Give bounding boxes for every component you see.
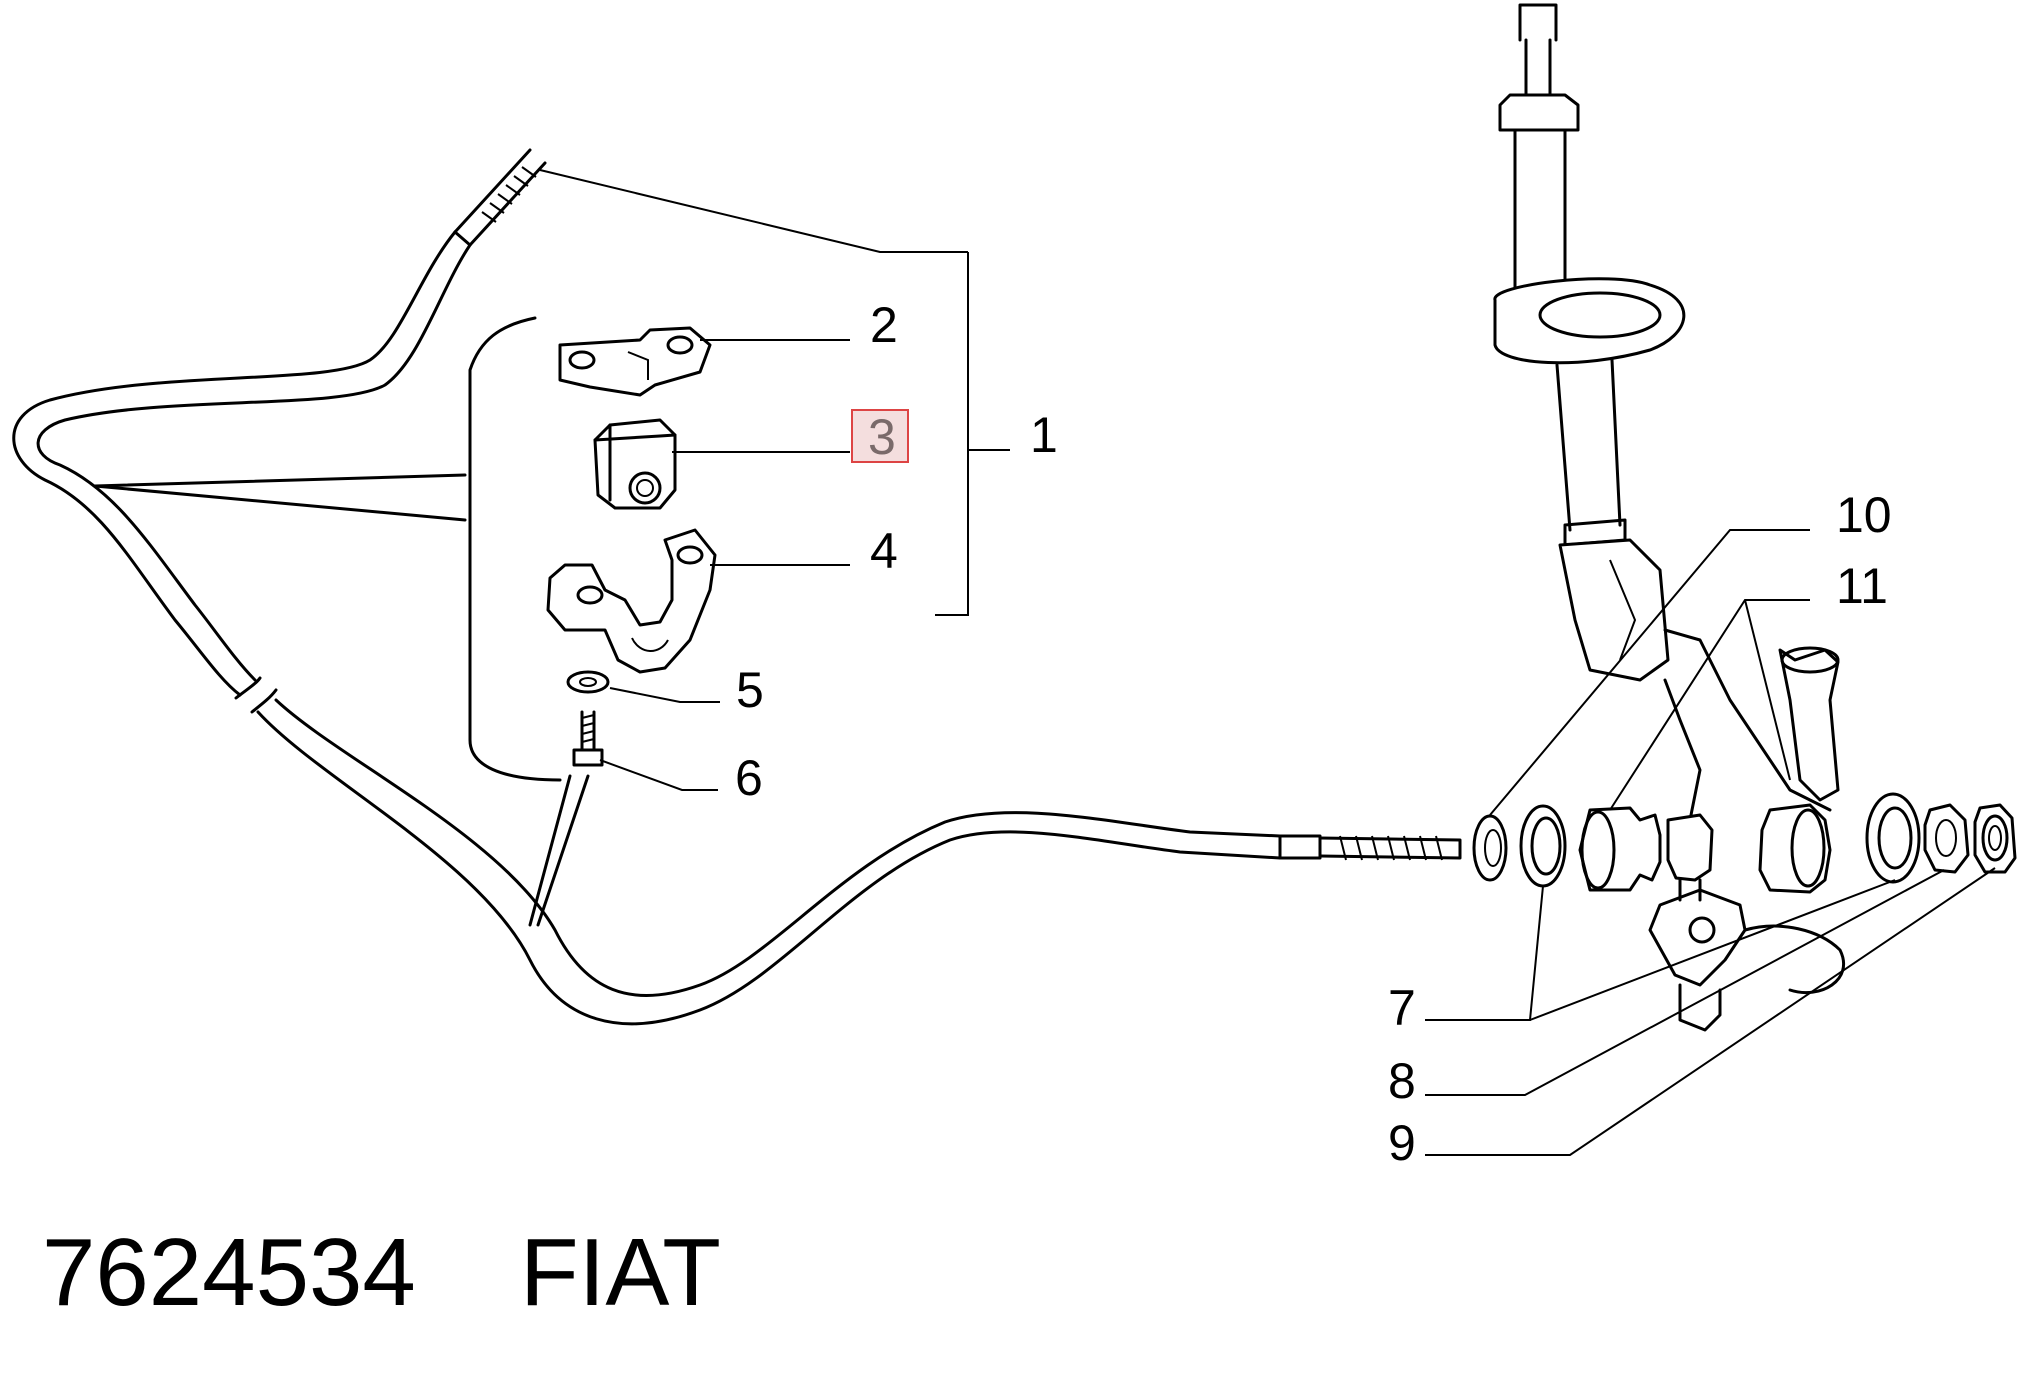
- callout-3-highlight: [851, 409, 909, 463]
- part-3-rubber-bushing: [593, 418, 677, 510]
- bracket-group-lines: [93, 316, 590, 927]
- part-11-bushing-left: [1578, 806, 1662, 892]
- callout-9: 9: [1388, 1115, 1416, 1171]
- callout-10: 10: [1836, 487, 1892, 543]
- part-7-cup-washer-right: [1865, 792, 1921, 884]
- part-11-bushing-right: [1758, 803, 1832, 894]
- part-2-clamp-plate: [558, 326, 712, 397]
- part-number: 7624534: [42, 1219, 416, 1326]
- callout-8: 8: [1388, 1053, 1416, 1109]
- callout-11: 11: [1836, 558, 1888, 614]
- part-7-cup-washer-left: [1519, 804, 1567, 888]
- caption: 7624534 FIAT: [42, 1219, 721, 1326]
- part-9-lock-nut: [1973, 803, 2017, 874]
- strut-assembly: [1493, 3, 1846, 1032]
- stabilizer-link: [1666, 813, 1714, 902]
- part-5-washer: [566, 670, 610, 694]
- part-4-lower-bracket: [546, 528, 717, 674]
- callout-5: 5: [736, 662, 764, 718]
- callout-7: 7: [1388, 980, 1416, 1036]
- callout-3: 3: [868, 409, 896, 465]
- part-10-washer: [1472, 814, 1508, 882]
- callout-2: 2: [870, 297, 898, 353]
- callout-1: 1: [1030, 407, 1058, 463]
- callout-4: 4: [870, 523, 898, 579]
- callout-labels: 1 2 3 4 5 6 10 11 7 8 9: [735, 297, 1892, 1171]
- callout-6: 6: [735, 750, 763, 806]
- part-6-bolt: [572, 710, 604, 767]
- brand-name: FIAT: [520, 1219, 721, 1326]
- leader-lines: [539, 169, 1996, 1156]
- stabilizer-bar: [12, 148, 1462, 1026]
- part-8-nut: [1923, 803, 1970, 874]
